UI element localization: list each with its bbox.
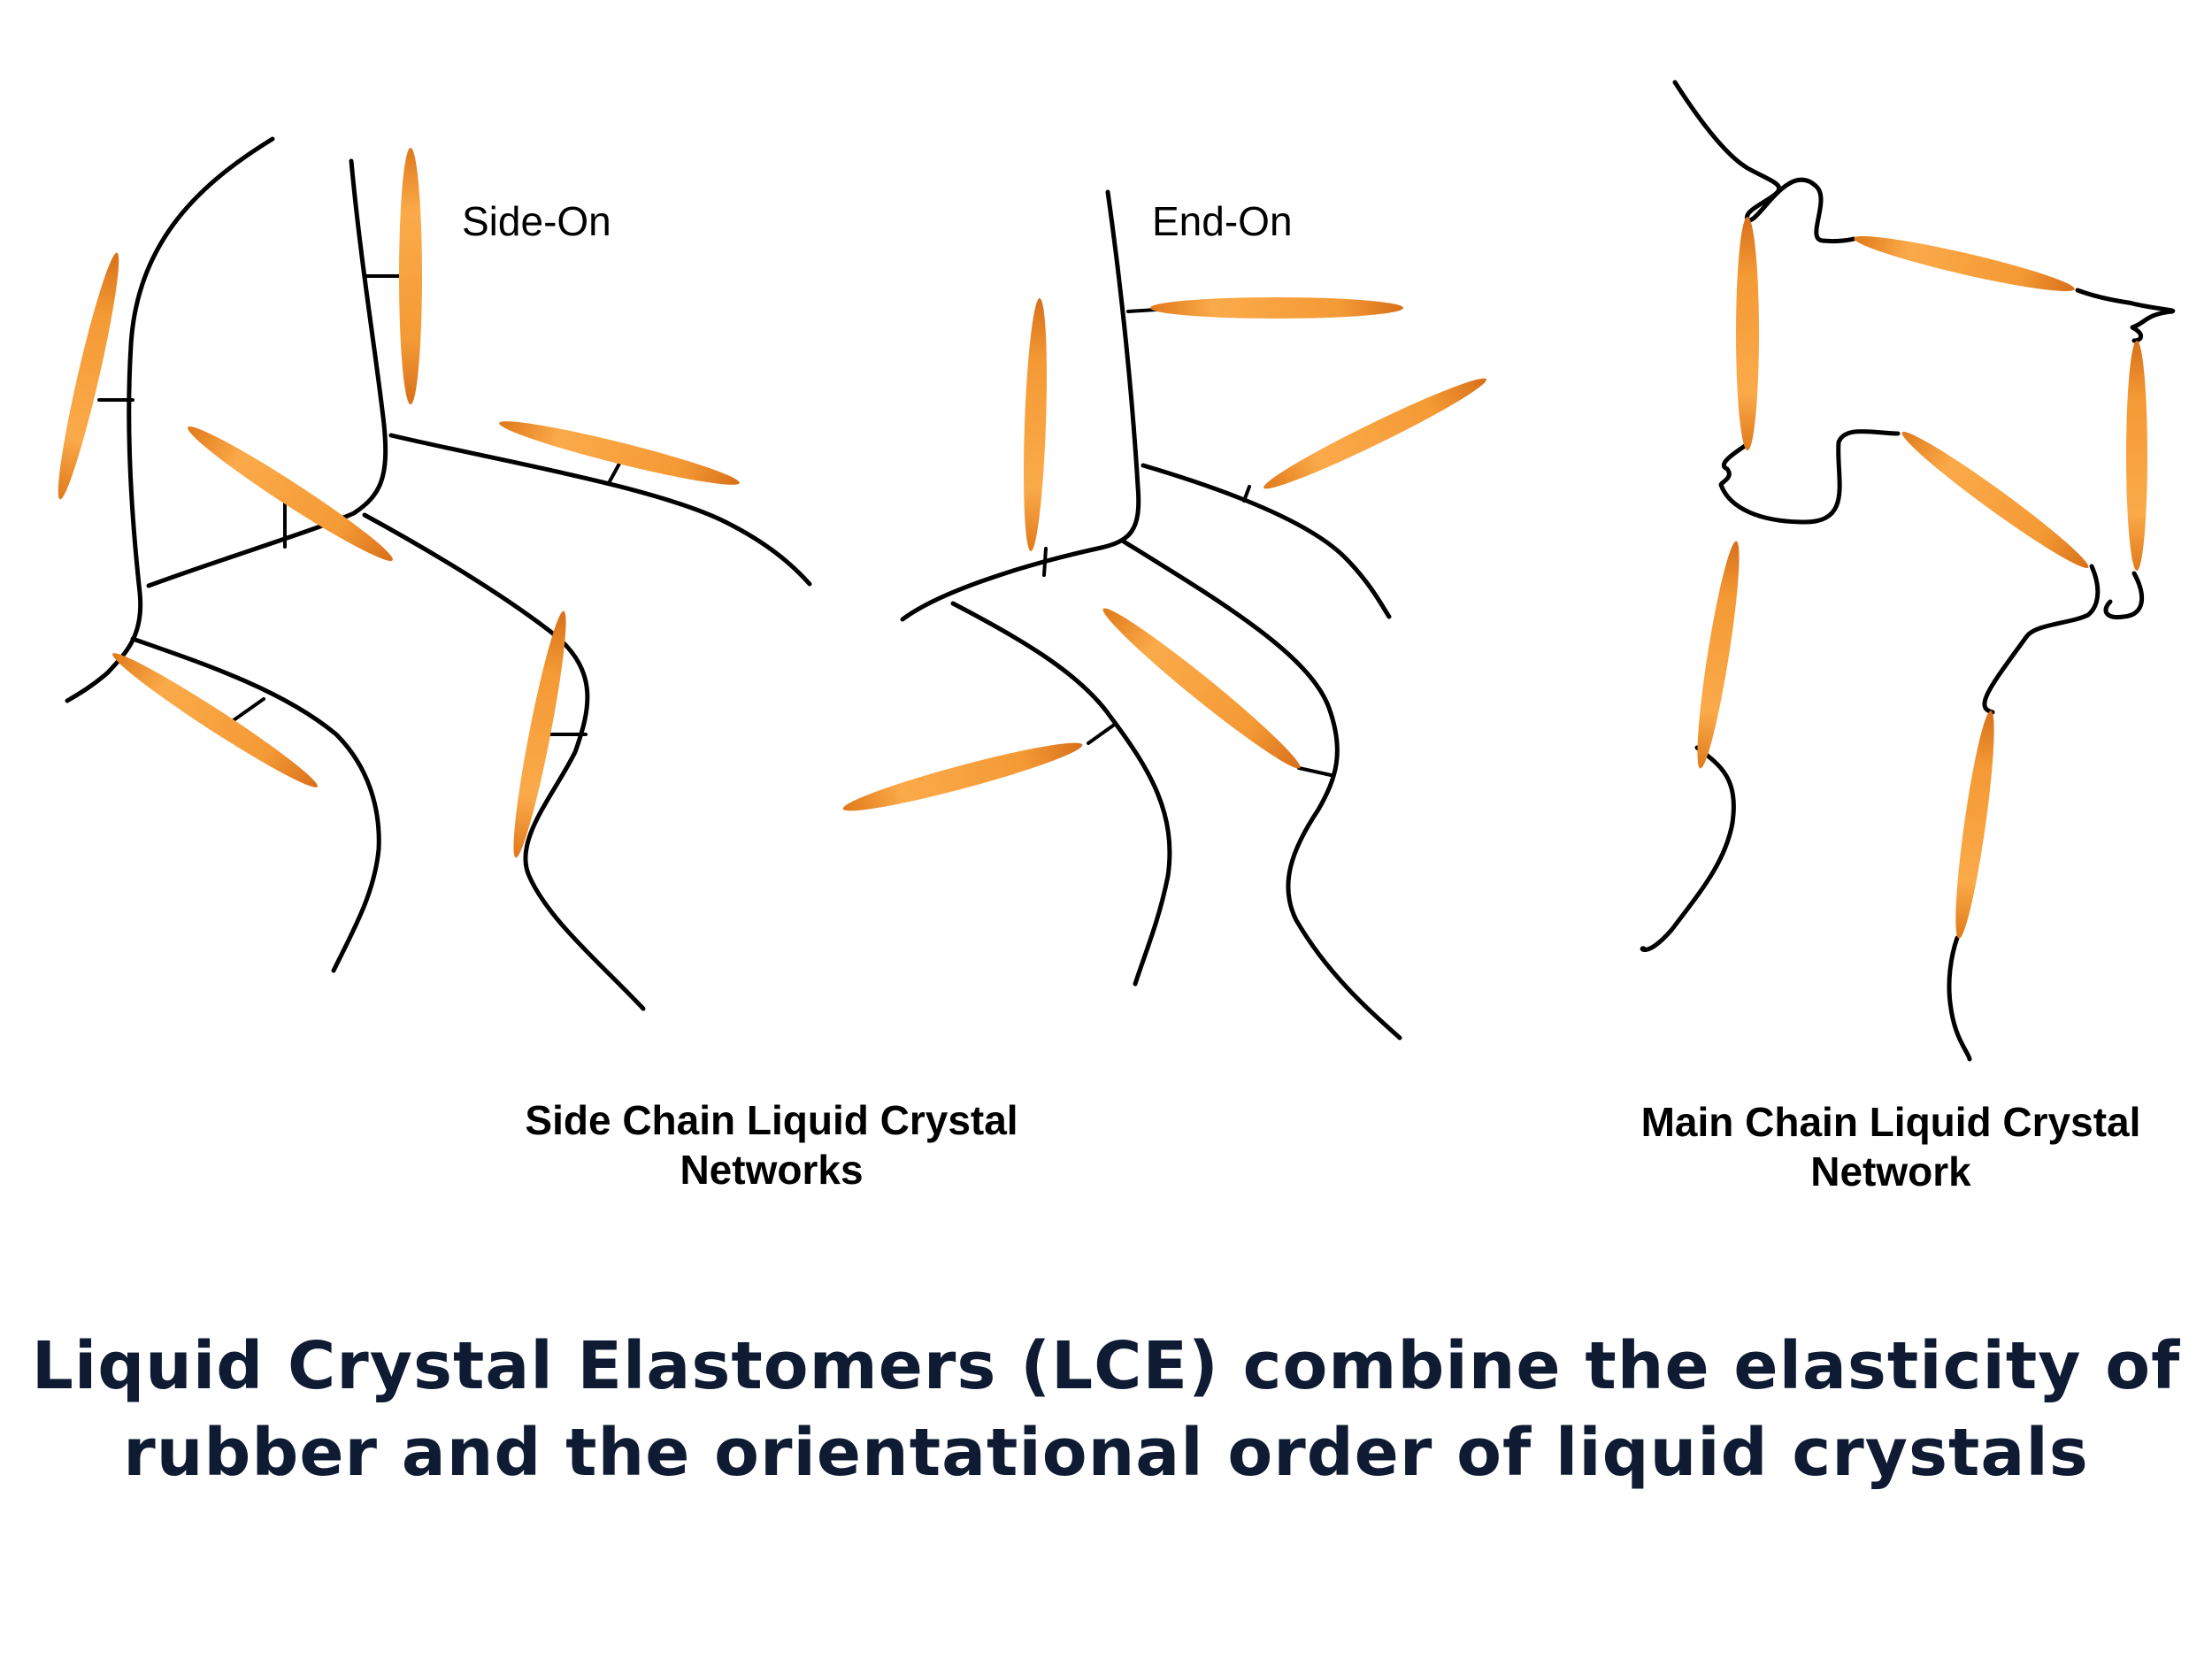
polymer-chain: [130, 636, 381, 973]
polymer-chain: [1121, 539, 1402, 1041]
polymer-chain: [2075, 288, 2176, 343]
main-chain-caption-line2: Network: [1810, 1148, 1971, 1194]
polymer-chain: [1947, 935, 1972, 1062]
mesogen: [1955, 710, 1994, 939]
slide-headline: Liquid Crystal Elastomers (LCE) combine …: [0, 1323, 2212, 1496]
polymer-chain: [1982, 564, 2101, 715]
end-on-label: End-On: [1152, 198, 1293, 244]
spacer-link: [1087, 724, 1115, 745]
mesogen: [188, 426, 393, 561]
mesogen: [2126, 341, 2147, 571]
side-chain-caption-line2: Networks: [680, 1147, 863, 1193]
side-on-network: Side-On: [58, 136, 812, 1011]
spacer-link: [607, 462, 621, 485]
side-chain-caption-line1: Side Chain Liquid Crystal: [525, 1097, 1018, 1143]
mesogen: [1854, 235, 2075, 292]
polymer-chain: [1141, 463, 1392, 619]
polymer-chain: [65, 136, 275, 703]
polymer-chain: [950, 601, 1172, 987]
headline-line2: rubber and the orientational order of li…: [123, 1415, 2089, 1491]
polymer-chain: [1718, 429, 1901, 525]
end-on-network: End-On: [842, 189, 1486, 1041]
mesogen: [1736, 217, 1759, 450]
spacer-link: [1242, 485, 1251, 503]
spacer-link: [1297, 766, 1333, 777]
spacer-link: [232, 697, 265, 722]
mesogen: [1102, 608, 1301, 769]
polymer-chain: [362, 512, 646, 1011]
polymer-chain: [146, 158, 388, 588]
mesogen: [842, 742, 1083, 811]
main-chain-caption-line1: Main Chain Liquid Crystal: [1641, 1099, 2141, 1145]
spacer-link: [1126, 308, 1158, 313]
headline-line1: Liquid Crystal Elastomers (LCE) combine …: [31, 1328, 2181, 1404]
main-chain-network: [1640, 80, 2176, 1062]
mesogen: [1150, 297, 1403, 319]
mesogen: [1901, 431, 2089, 569]
mesogen: [1697, 541, 1740, 769]
mesogen: [1263, 378, 1486, 489]
mesogen: [399, 148, 422, 404]
polymer-chain: [1640, 745, 1736, 952]
mesogen: [112, 653, 318, 787]
polymer-chain: [388, 433, 812, 587]
polymer-chain: [1672, 80, 1856, 244]
side-on-label: Side-On: [462, 198, 611, 244]
mesogen: [58, 252, 119, 500]
mesogen: [1024, 298, 1047, 551]
polymer-chain: [2103, 571, 2145, 620]
polymer-chain: [900, 189, 1141, 622]
mesogen: [513, 611, 566, 858]
spacer-link: [1042, 547, 1048, 577]
mesogen: [499, 421, 740, 485]
